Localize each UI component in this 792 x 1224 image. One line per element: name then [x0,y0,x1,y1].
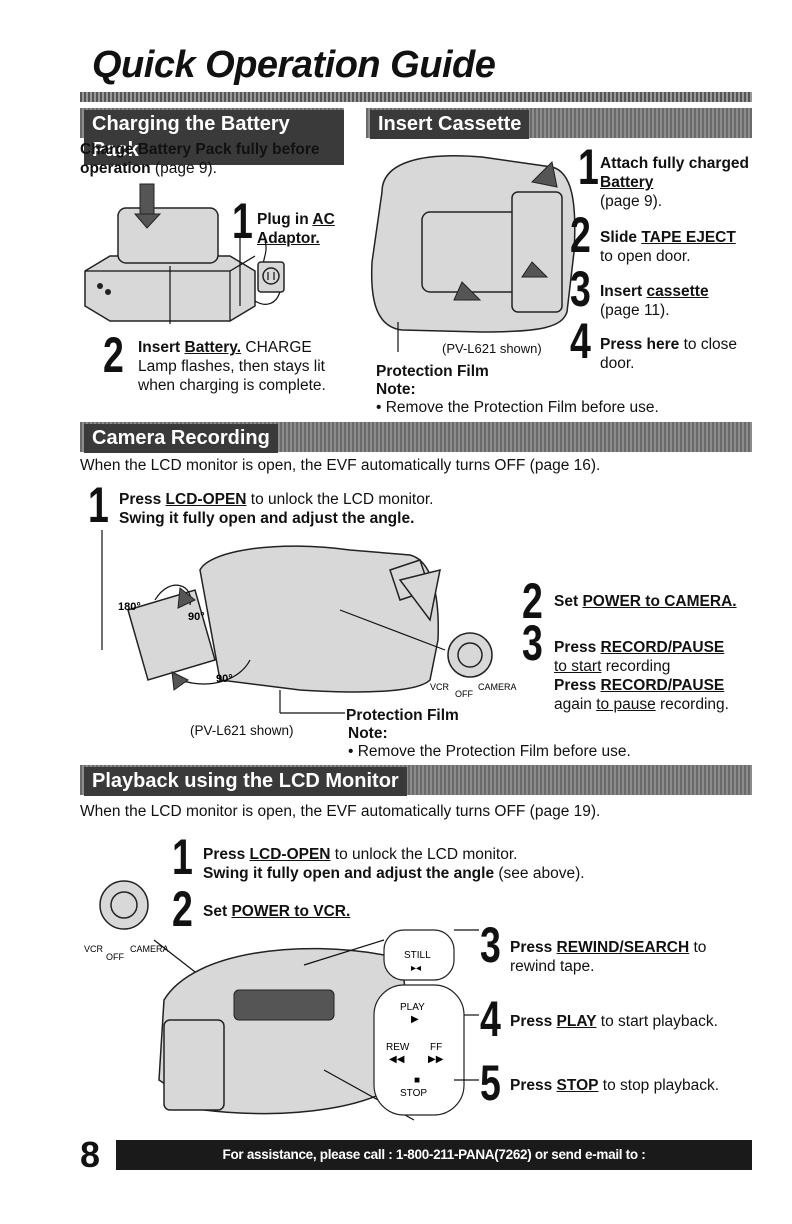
pb-switch-camera-label: CAMERA [130,944,169,954]
charging-step2-number: 2 [103,327,124,383]
svg-text:■: ■ [414,1075,420,1086]
playback-intro: When the LCD monitor is open, the EVF au… [80,803,601,820]
page-number: 8 [80,1134,101,1175]
recording-step3-number: 3 [522,615,543,671]
playback-step4-text: Press PLAY to start playback. [510,1013,718,1030]
recording-note-label: Note: [348,725,388,742]
recording-note-text: • Remove the Protection Film before use. [348,743,631,760]
charging-intro: Charge Battery Pack fully before operati… [80,141,320,177]
cassette-step3-text: Insert cassette(page 11). [600,283,709,319]
cassette-step1-number: 1 [578,139,599,195]
playback-step4-number: 4 [480,991,501,1047]
svg-text:▸◂: ▸◂ [411,963,421,974]
recording-intro: When the LCD monitor is open, the EVF au… [80,457,601,474]
section-header-recording: Camera Recording [80,422,752,453]
title-rule [80,92,752,102]
cassette-film-label: Protection Film [376,363,489,380]
playback-step5-text: Press STOP to stop playback. [510,1077,720,1094]
charging-step1-number: 1 [232,193,253,249]
playback-camcorder-illustration: VCR OFF CAMERA STILL ▸◂ PLAY ▶ REW ◀◀ FF… [84,880,479,1121]
assistance-banner: For assistance, please call : 1-800-211-… [116,1140,752,1192]
section-header-cassette: Insert Cassette [366,108,752,139]
cassette-note-text: • Remove the Protection Film before use. [376,399,659,416]
cassette-step4-number: 4 [570,313,591,369]
rec-switch-vcr-label: VCR [430,682,450,692]
recording-step1-number: 1 [88,477,109,533]
cassette-camcorder-illustration [370,155,576,352]
playback-step2-number: 2 [172,881,193,937]
btn-still-label: STILL [404,950,431,961]
angle-90-top-label: 90° [188,611,205,623]
playback-step3-number: 3 [480,917,501,973]
recording-step3-text: Press RECORD/PAUSE to start recording Pr… [554,639,729,713]
btn-play-label: PLAY [400,1002,425,1013]
btn-stop-label: STOP [400,1088,427,1099]
recording-model-note: (PV-L621 shown) [190,723,294,738]
recording-film-label: Protection Film [346,707,459,724]
cassette-step3-number: 3 [570,261,591,317]
charger-illustration [84,183,285,324]
angle-180-label: 180° [118,601,141,613]
section-header-charging: Charging the Battery Pack [80,108,344,165]
svg-text:▶▶: ▶▶ [428,1054,444,1065]
playback-step1-number: 1 [172,829,193,885]
playback-step3-text: Press REWIND/SEARCH to rewind tape. [510,939,707,975]
rec-switch-off-label: OFF [455,689,473,699]
btn-ff-label: FF [430,1042,442,1053]
svg-text:◀◀: ◀◀ [389,1054,405,1065]
cassette-model-note: (PV-L621 shown) [442,341,542,356]
pb-switch-vcr-label: VCR [84,944,104,954]
cassette-step2-number: 2 [570,207,591,263]
recording-step1-text: Press LCD-OPEN to unlock the LCD monitor… [119,491,434,527]
playback-step2-text: Set POWER to VCR. [203,903,351,920]
cassette-step1-text: Attach fully charged Battery(page 9). [600,155,749,210]
cassette-step4-text: Press here to close door. [600,336,738,372]
charging-step2-text: Insert Battery. CHARGE Lamp flashes, the… [138,339,326,394]
recording-step2-text: Set POWER to CAMERA. [554,593,737,610]
cassette-note-label: Note: [376,381,416,398]
charging-step1-text: Plug in AC Adaptor. [257,211,335,247]
pb-switch-off-label: OFF [106,952,124,962]
recording-step2-number: 2 [522,573,543,629]
rec-switch-camera-label: CAMERA [478,682,517,692]
playback-step1-text: Press LCD-OPEN to unlock the LCD monitor… [203,846,585,882]
playback-step5-number: 5 [480,1055,501,1111]
svg-text:▶: ▶ [411,1014,419,1025]
page-title: Quick Operation Guide [92,44,496,86]
recording-camcorder-illustration: 180° 90° 90° VCR OFF CAMERA [101,530,517,714]
section-header-playback: Playback using the LCD Monitor [80,765,752,796]
angle-90-bottom-label: 90° [216,673,233,685]
btn-rew-label: REW [386,1042,410,1053]
